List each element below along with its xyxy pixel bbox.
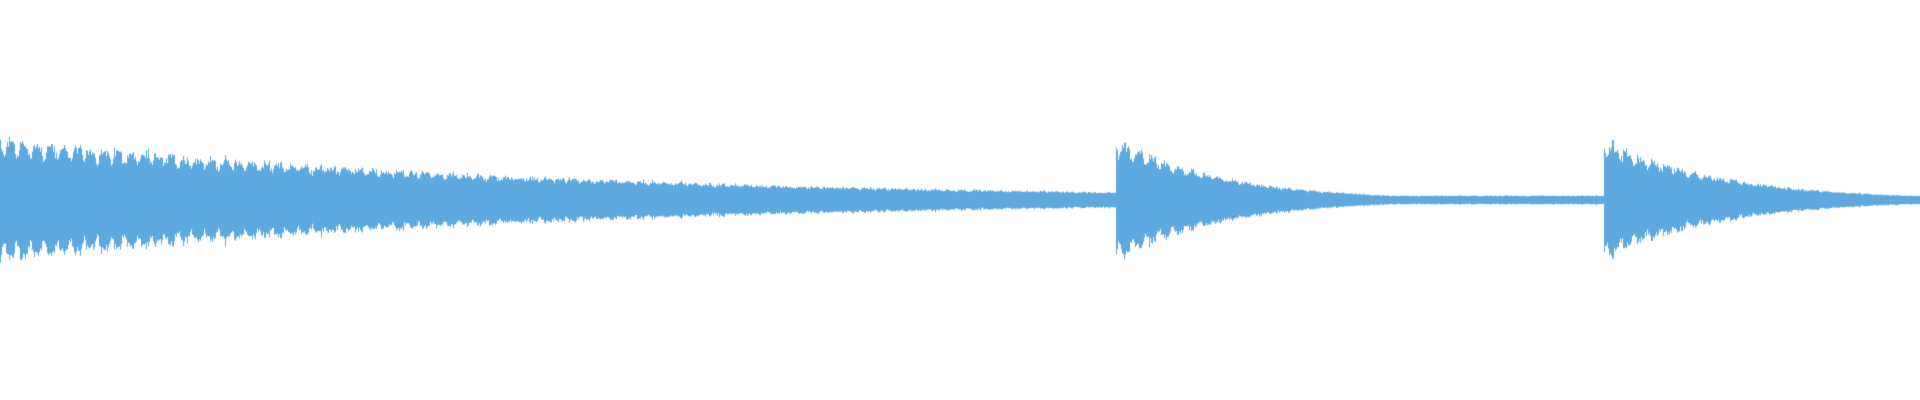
audio-waveform[interactable] — [0, 0, 1920, 400]
waveform-panel[interactable] — [0, 0, 1920, 400]
